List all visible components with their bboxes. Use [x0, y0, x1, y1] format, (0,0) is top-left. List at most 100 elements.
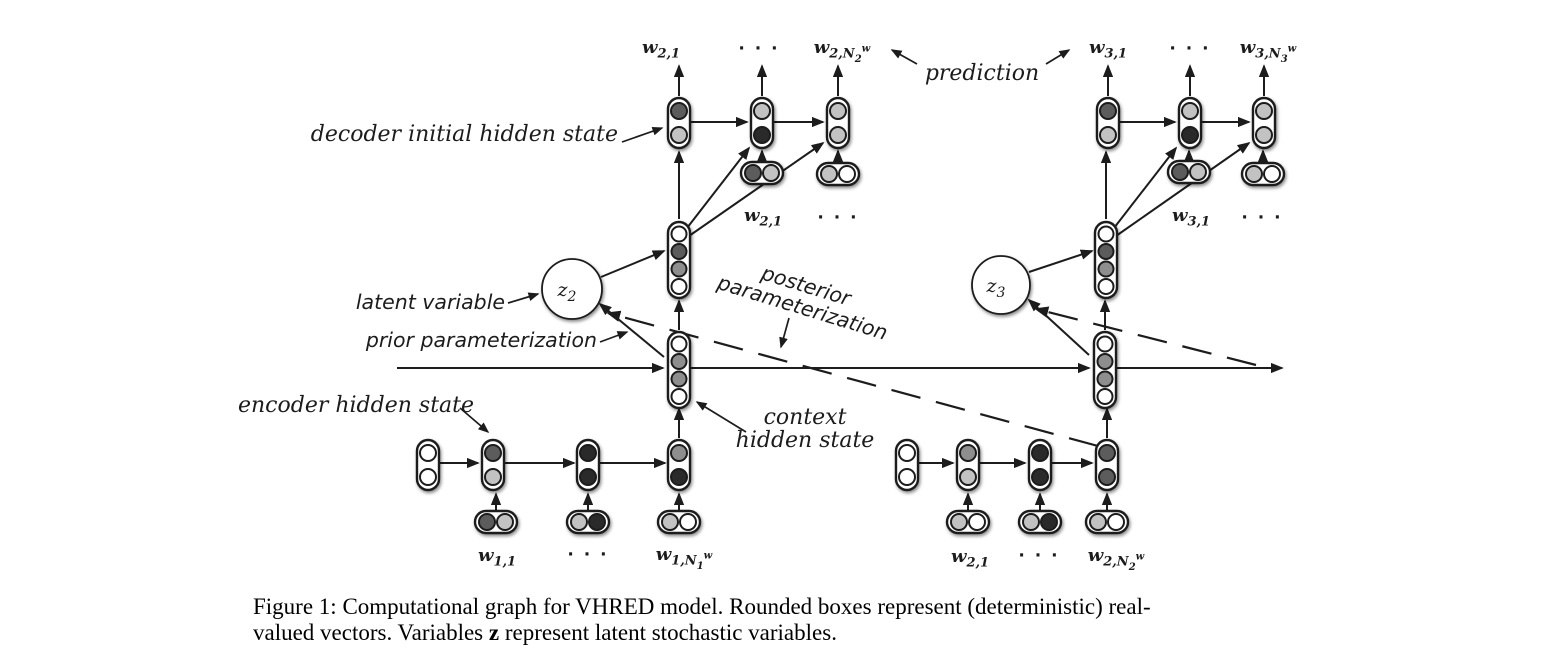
state-unit	[1181, 126, 1199, 144]
state-unit	[1096, 370, 1114, 388]
context-hidden-state-vector	[1092, 330, 1118, 410]
decoder-hidden-state	[1177, 96, 1203, 150]
pointer-latent-variable	[507, 292, 540, 304]
word-embedding-input	[739, 160, 785, 186]
word-label-w1n1w: w1,N1w	[656, 544, 713, 572]
arrow-z2-to-decoder-init	[600, 250, 666, 278]
prior-parameterization-label: prior parameterization	[365, 328, 597, 352]
caption-line-2-post: represent latent stochastic variables.	[499, 620, 837, 646]
ellipsis: · · ·	[817, 208, 858, 228]
arrow-context-to-z3-prior	[1027, 298, 1090, 356]
state-unit	[1107, 513, 1125, 531]
word-label-w11: w1,1	[478, 545, 516, 570]
state-unit	[1255, 102, 1273, 120]
state-unit	[1255, 126, 1273, 144]
state-unit	[670, 353, 688, 370]
word-label-w31-input: w3,1	[1172, 205, 1210, 230]
state-unit	[478, 513, 496, 531]
state-unit	[588, 513, 606, 531]
state-unit	[1099, 126, 1117, 144]
state-unit	[950, 513, 968, 531]
state-unit	[838, 165, 856, 183]
state-vectors	[415, 96, 1286, 535]
decoder-hidden-state	[666, 96, 692, 150]
state-unit	[762, 164, 780, 182]
state-unit	[670, 243, 688, 260]
state-unit	[1098, 468, 1116, 486]
state-unit	[1031, 468, 1049, 486]
encoder-hidden-state-label: encoder hidden state	[238, 393, 474, 418]
state-unit	[1097, 260, 1115, 278]
caption-line-1: Figure 1: Computational graph for VHRED …	[253, 594, 1151, 619]
decoder-initial-hidden-state-vector	[666, 220, 692, 300]
state-unit	[579, 444, 597, 462]
state-unit	[670, 335, 688, 353]
state-unit	[1098, 444, 1116, 462]
word-embedding-input	[1017, 509, 1063, 535]
state-unit	[753, 102, 771, 120]
encoder-hidden-state	[1027, 438, 1053, 492]
pointer-decoder-initial-hidden-state	[621, 126, 664, 143]
state-unit	[1097, 243, 1115, 260]
state-unit	[1245, 165, 1263, 183]
state-unit	[829, 102, 847, 120]
word-label-w21-output: w2,1	[642, 37, 680, 62]
pointer-posterior-parameterization	[779, 317, 790, 349]
state-unit	[484, 468, 502, 486]
state-unit	[570, 513, 588, 531]
state-unit	[419, 444, 437, 462]
word-label-w21-input: w2,1	[744, 205, 782, 230]
caption-bold-z: z	[488, 620, 500, 646]
vhred-computational-graph: w2,1 · · · w2,N2w w3,1 · · · w3,N3w w2,1…	[238, 37, 1297, 573]
state-unit	[898, 468, 916, 486]
state-unit	[670, 126, 688, 144]
ellipsis: · · ·	[1169, 39, 1210, 59]
context-hidden-state-vector	[666, 330, 692, 410]
state-unit	[1171, 163, 1189, 181]
dashed-posterior-to-z2	[606, 310, 1099, 448]
decoder-hidden-state	[825, 96, 851, 150]
pointer-context-hidden-state	[695, 401, 747, 433]
encoder-hidden-state	[480, 438, 506, 492]
latent-variable-z3-label: z3	[986, 275, 1006, 301]
word-embedding-input	[1240, 161, 1286, 187]
latent-variable-label: latent variable	[356, 290, 505, 314]
state-unit	[670, 444, 688, 462]
state-unit	[670, 102, 688, 120]
state-unit	[1263, 165, 1281, 183]
word-embedding-input	[945, 509, 991, 535]
prediction-label: prediction	[925, 61, 1039, 86]
word-embedding-input	[473, 509, 519, 535]
word-embedding-input	[1084, 509, 1130, 535]
state-unit	[820, 165, 838, 183]
state-unit	[1099, 102, 1117, 120]
ellipsis: · · ·	[567, 545, 608, 565]
state-unit	[670, 260, 688, 278]
state-unit	[670, 468, 688, 486]
state-unit	[898, 444, 916, 462]
word-label-w2n2w-output: w2,N2w	[814, 37, 871, 65]
word-embedding-input	[656, 509, 702, 535]
state-unit	[670, 370, 688, 388]
state-unit	[1096, 388, 1114, 405]
state-unit	[1089, 513, 1107, 531]
word-embedding-input	[815, 161, 861, 187]
state-unit	[670, 278, 688, 295]
arrow-init-to-decoder3	[688, 141, 825, 237]
state-unit	[484, 444, 502, 462]
arrow-init-to-decoder2	[686, 146, 751, 229]
state-unit	[1181, 102, 1199, 120]
state-unit	[744, 164, 762, 182]
state-unit	[661, 513, 679, 531]
arrow-init-to-decoder3	[1115, 141, 1251, 237]
ellipsis: · · ·	[1018, 546, 1059, 566]
latent-variable-z3-circle	[971, 255, 1031, 315]
word-label-w21-encoder: w2,1	[951, 546, 989, 571]
dashed-posterior-to-z3	[1034, 306, 1257, 367]
caption-line-2-pre: valued vectors. Variables	[253, 620, 489, 646]
ellipsis: · · ·	[738, 39, 779, 59]
state-unit	[1097, 225, 1115, 243]
encoder-initial-hidden-state	[415, 438, 441, 492]
state-unit	[1189, 163, 1207, 181]
decoder-hidden-state	[749, 96, 775, 150]
